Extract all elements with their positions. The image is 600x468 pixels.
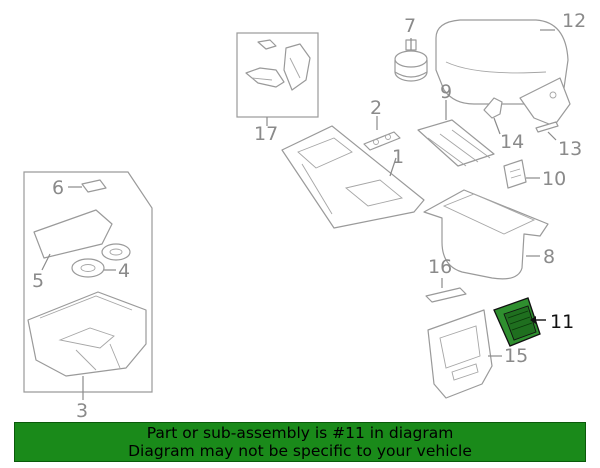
part-6-clip — [68, 179, 107, 193]
part-8-storage-bin — [423, 189, 549, 280]
callout-4: 4 — [118, 260, 130, 282]
part-11-vent-highlighted — [493, 297, 546, 347]
callout-12: 12 — [562, 10, 586, 32]
callout-2: 2 — [370, 97, 382, 119]
part-14-clip — [483, 97, 503, 135]
part-15-rear-panel — [427, 309, 502, 399]
part-9-tray — [417, 100, 495, 167]
callout-labels: 1 2 3 4 5 6 7 8 9 10 11 12 13 14 15 16 1… — [32, 10, 586, 422]
callout-16: 16 — [428, 256, 452, 278]
callout-14: 14 — [500, 131, 524, 153]
callout-11: 11 — [550, 311, 574, 333]
callout-15: 15 — [504, 345, 528, 367]
callout-8: 8 — [543, 246, 555, 268]
notice-line-1: Part or sub-assembly is #11 in diagram — [146, 424, 454, 442]
part-12-armrest-lid — [435, 19, 571, 127]
callout-10: 10 — [542, 168, 566, 190]
callout-5: 5 — [32, 270, 44, 292]
part-1-console-trim — [281, 125, 425, 229]
part-17-inset — [236, 32, 319, 126]
part-2-bracket — [363, 116, 401, 151]
part-13-strip — [535, 121, 559, 141]
part-5-cover — [33, 209, 113, 271]
callout-6: 6 — [52, 177, 64, 199]
part-16-pad — [425, 278, 467, 303]
callout-1: 1 — [392, 146, 404, 168]
notice-line-2: Diagram may not be specific to your vehi… — [128, 442, 472, 460]
part-4-grommets — [71, 243, 131, 278]
part-7-cap — [394, 38, 428, 82]
callout-17: 17 — [254, 123, 278, 145]
callout-9: 9 — [440, 81, 452, 103]
part-10-bracket — [503, 159, 540, 189]
callout-7: 7 — [404, 15, 416, 37]
callout-13: 13 — [558, 138, 582, 160]
callout-3: 3 — [76, 400, 88, 422]
notice-banner: Part or sub-assembly is #11 in diagram D… — [14, 422, 586, 462]
